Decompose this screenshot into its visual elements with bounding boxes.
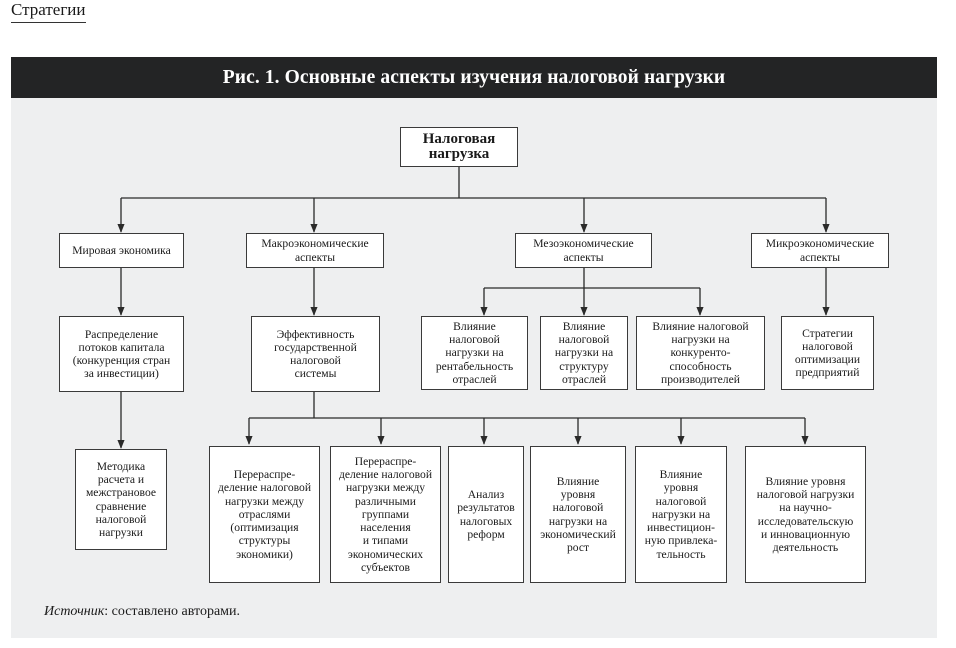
node-structure: Влияние налоговой нагрузки на структуру … [540,316,628,390]
node-redistribution-structure: Перераспре- деление налоговой нагрузки м… [209,446,320,583]
node-meso-aspects: Мезоэкономические аспекты [515,233,652,268]
node-economic-growth: Влияние уровня налоговой нагрузки на эко… [530,446,626,583]
node-macro-aspects: Макроэкономические аспекты [246,233,384,268]
node-micro-aspects: Микроэкономические аспекты [751,233,889,268]
source-note: Источник: составлено авторами. [44,604,240,620]
node-competitiveness: Влияние налоговой нагрузки на конкуренто… [636,316,765,390]
node-world-economy: Мировая экономика [59,233,184,268]
node-reform-analysis: Анализ результатов налоговых реформ [448,446,524,583]
node-innovation: Влияние уровня налоговой нагрузки на нау… [745,446,866,583]
source-label: Источник [44,604,105,619]
node-capital-flows: Распределение потоков капитала (конкурен… [59,316,184,392]
node-state-efficiency: Эффективность государственной налоговой … [251,316,380,392]
node-redistribution-groups: Перераспре- деление налоговой нагрузки м… [330,446,441,583]
node-profitability: Влияние налоговой нагрузки на рентабельн… [421,316,528,390]
node-tax-burden: Налоговая нагрузка [400,127,518,167]
node-methodology: Методика расчета и межстрановое сравнени… [75,449,167,550]
node-optimization: Стратегии налоговой оптимизации предприя… [781,316,874,390]
figure-title: Рис. 1. Основные аспекты изучения налого… [222,66,726,88]
figure-header: Рис. 1. Основные аспекты изучения налого… [11,57,937,98]
breadcrumb-link[interactable]: Стратегии [11,0,86,23]
node-investment-attractiveness: Влияние уровня налоговой нагрузки на инв… [635,446,727,583]
source-text: : составлено авторами. [104,604,241,619]
